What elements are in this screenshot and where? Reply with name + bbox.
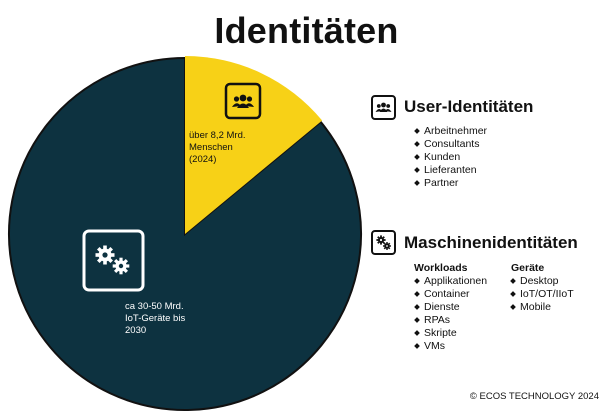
list-item: IoT/OT/IIoT <box>511 288 574 301</box>
pie-slice-human-identities <box>185 56 323 234</box>
list-item: VMs <box>415 340 487 353</box>
list-item: Lieferanten <box>415 164 487 177</box>
list-item: Consultants <box>415 138 487 151</box>
list-item: Dienste <box>415 301 487 314</box>
user-identities-title: User-Identitäten <box>404 97 534 116</box>
machine-identities-title: Maschinenidentitäten <box>404 233 578 252</box>
devices-heading: Geräte <box>511 262 545 274</box>
list-item: RPAs <box>415 314 487 327</box>
list-item: Skripte <box>415 327 487 340</box>
list-item: Partner <box>415 177 487 190</box>
list-item: Kunden <box>415 151 487 164</box>
page-title: Identitäten <box>214 10 399 51</box>
people-icon <box>371 95 396 120</box>
copyright-footer: © ECOS TECHNOLOGY 2024 <box>469 391 599 402</box>
workloads-heading: Workloads <box>414 262 468 274</box>
people-icon <box>224 82 262 120</box>
gears-icon <box>82 229 145 292</box>
human-identities-label: über 8,2 Mrd. Menschen (2024) <box>189 130 246 165</box>
gears-icon <box>371 230 396 255</box>
list-item: Container <box>415 288 487 301</box>
list-item: Arbeitnehmer <box>415 125 487 138</box>
pie-slice-machine-identities <box>8 56 362 411</box>
machine-identities-label: ca 30-50 Mrd. IoT-Geräte bis 2030 <box>125 301 186 336</box>
list-item: Applikationen <box>415 275 487 288</box>
list-item: Desktop <box>511 275 574 288</box>
list-item: Mobile <box>511 301 574 314</box>
